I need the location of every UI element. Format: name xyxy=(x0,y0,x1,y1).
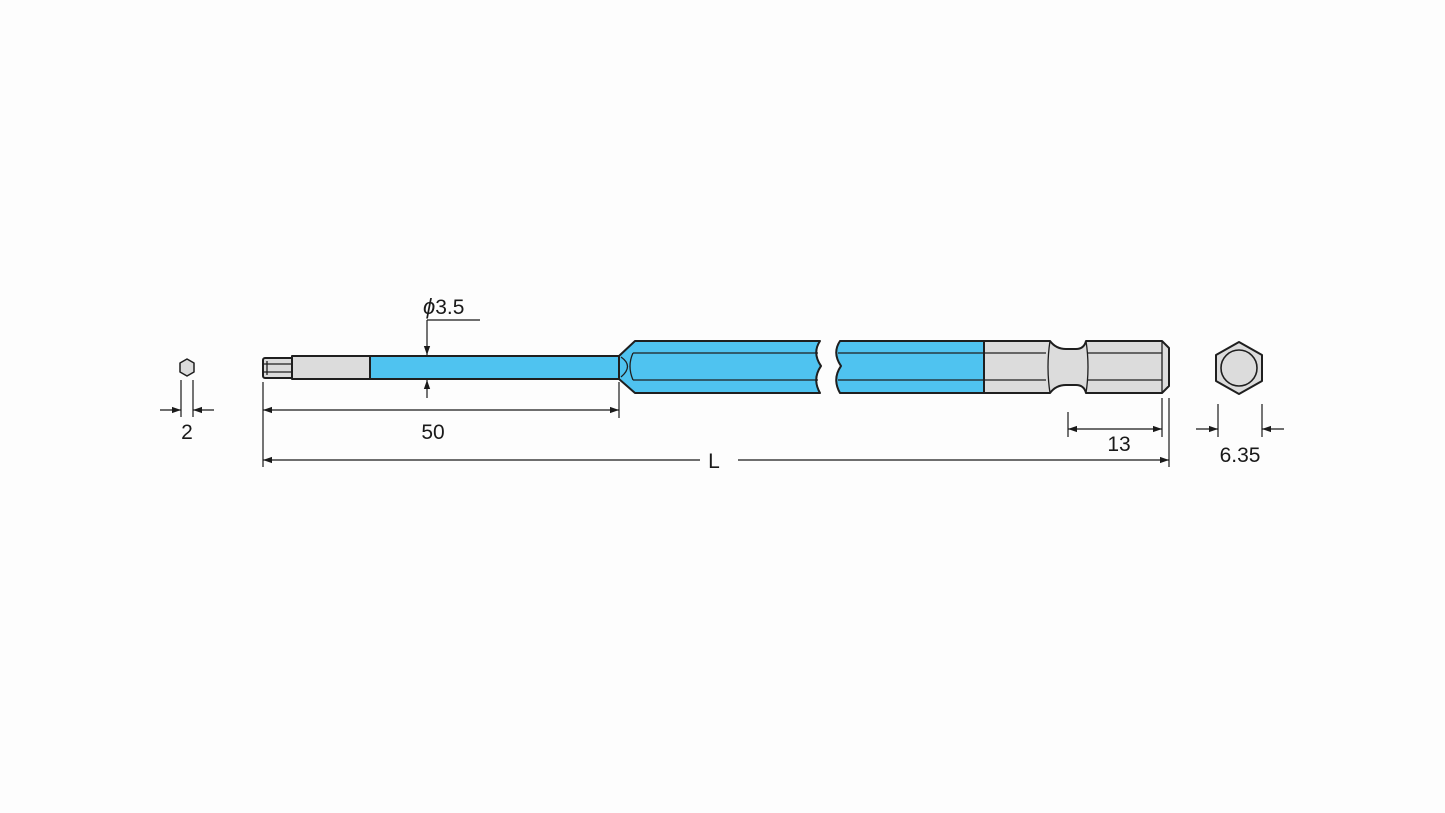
shank-color-band xyxy=(369,355,621,380)
diameter-symbol: ϕ xyxy=(423,294,435,319)
shank-diameter-dimension: ϕ3.5 xyxy=(423,294,480,398)
body-right xyxy=(835,340,986,394)
overall-length-dimension: L xyxy=(263,398,1170,473)
tip-hex-icon xyxy=(179,358,195,377)
bit-side-view xyxy=(262,340,1170,394)
shank-bore-icon xyxy=(1220,349,1258,387)
tip-size-label: 2 xyxy=(181,421,193,444)
diameter-value: 3.5 xyxy=(435,296,464,319)
body-left xyxy=(618,340,822,394)
shank-metal xyxy=(291,355,371,380)
reduced-length-dimension: 50 xyxy=(262,382,620,467)
hex-shank xyxy=(983,340,1170,394)
overall-length-label: L xyxy=(708,450,720,473)
shank-end-view: 6.35 xyxy=(1196,341,1284,467)
reduced-length-label: 50 xyxy=(421,421,444,444)
groove-length-label: 13 xyxy=(1107,433,1130,456)
break-mark xyxy=(815,340,822,394)
tip-end-view: 2 xyxy=(160,358,214,444)
hex-size-label: 6.35 xyxy=(1220,444,1261,467)
groove-length-dimension: 13 xyxy=(1067,398,1163,456)
svg-text:ϕ3.5: ϕ3.5 xyxy=(423,294,464,319)
